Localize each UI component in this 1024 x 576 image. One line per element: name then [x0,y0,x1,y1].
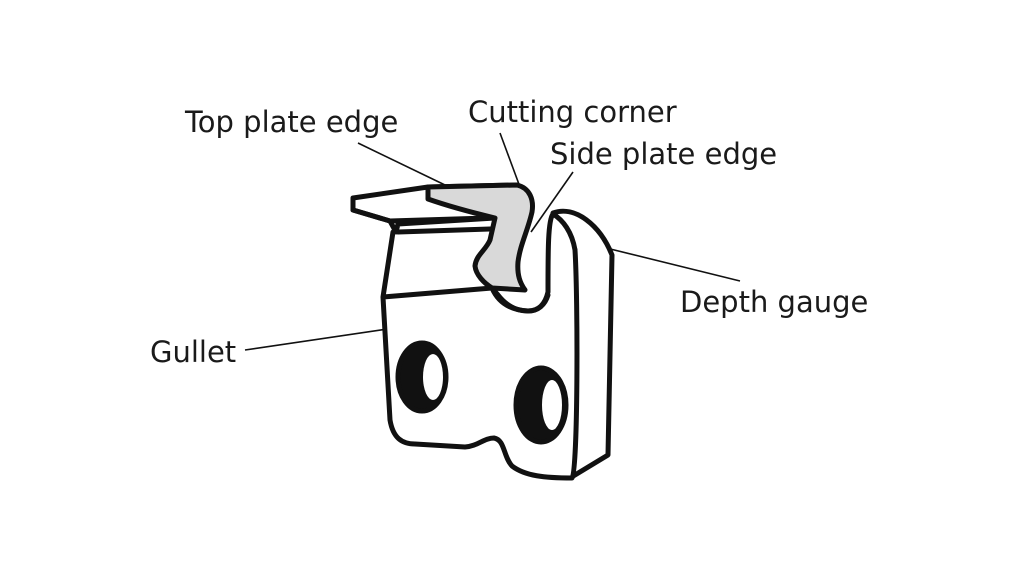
label-gullet: Gullet [150,335,237,369]
leader-top-plate-edge [357,142,446,186]
label-cutting-corner: Cutting corner [468,95,677,129]
top-plate-inner-edge [350,207,491,224]
leader-depth-gauge [589,243,741,282]
top-plate-lower-edge [395,226,493,235]
rivet-hole-left-inner [423,354,443,400]
leader-cutting-corner [499,132,521,188]
rivet-hole-right-inner [542,380,562,430]
label-depth-gauge: Depth gauge [680,285,869,319]
label-side-plate-edge: Side plate edge [550,137,778,171]
label-top-plate-edge: Top plate edge [185,105,399,139]
gullet-curve [489,285,551,314]
cutter-body [350,182,615,481]
leader-side-plate-edge [530,171,574,233]
cutting-corner-highlight [425,182,535,293]
